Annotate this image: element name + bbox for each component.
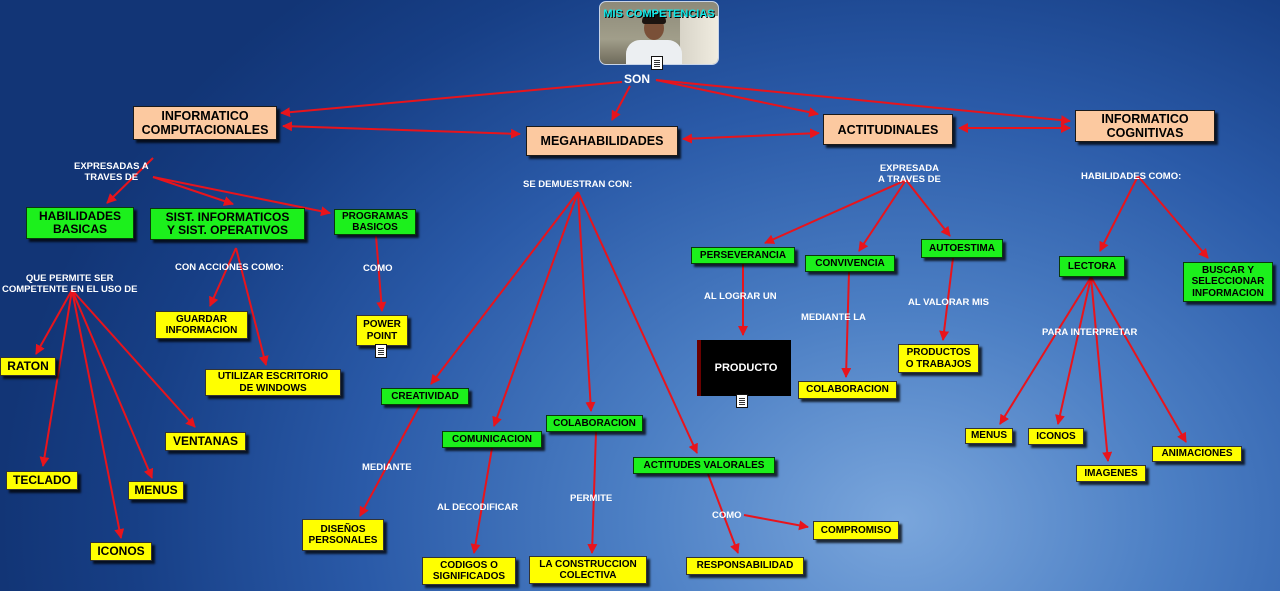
node-responsabilidad[interactable]: RESPONSABILIDAD [686, 557, 804, 575]
label-mediante-la: MEDIANTE LA [801, 312, 866, 323]
connector-arrow [106, 157, 154, 204]
label-al-valorar: AL VALORAR MIS [908, 297, 989, 308]
connector-arrow [1055, 276, 1092, 425]
photo-person-hair [642, 13, 666, 24]
node-imagenes[interactable]: IMAGENES [1076, 465, 1146, 482]
node-producto[interactable]: PRODUCTO [697, 340, 791, 396]
connector-arrow [999, 276, 1092, 425]
label-para-interpretar: PARA INTERPRETAR [1042, 327, 1138, 338]
node-informatico-cognitivas[interactable]: INFORMATICO COGNITIVAS [1075, 110, 1215, 142]
node-colaboracion-act[interactable]: COLABORACION [798, 381, 897, 399]
label-expresada-traves: EXPRESADA A TRAVES DE [878, 163, 941, 186]
connector-arrow [858, 179, 907, 252]
connector-arrow [235, 247, 269, 366]
label-con-acciones: CON ACCIONES COMO: [175, 262, 284, 273]
node-menus-cog[interactable]: MENUS [965, 428, 1013, 444]
node-lectora[interactable]: LECTORA [1059, 256, 1125, 277]
node-megahabilidades[interactable]: MEGAHABILIDADES [526, 126, 678, 156]
connector-arrow [280, 81, 623, 118]
node-disenos-personales[interactable]: DISEÑOS PERSONALES [302, 519, 384, 551]
node-iconos-basicas[interactable]: ICONOS [90, 542, 152, 561]
connector-arrow [430, 191, 579, 385]
connector-arrow [1137, 175, 1209, 259]
document-icon[interactable] [375, 344, 387, 358]
node-buscar-seleccionar[interactable]: BUSCAR Y SELECCIONAR INFORMACION [1183, 262, 1273, 302]
node-creatividad[interactable]: CREATIVIDAD [381, 388, 469, 405]
label-permite: PERMITE [570, 493, 613, 504]
node-habilidades-basicas[interactable]: HABILIDADES BASICAS [26, 207, 134, 239]
node-animaciones[interactable]: ANIMACIONES [1152, 446, 1242, 462]
label-expresadas-traves: EXPRESADAS A TRAVES DE [74, 161, 149, 184]
connector-arrow [577, 191, 698, 454]
node-compromiso[interactable]: COMPROMISO [813, 521, 899, 540]
connector-arrow [655, 79, 819, 118]
connector-arrow [39, 289, 73, 467]
connector-arrow [492, 191, 579, 427]
label-mediante: MEDIANTE [362, 462, 412, 473]
node-construccion-colectiva[interactable]: LA CONSTRUCCION COLECTIVA [529, 556, 647, 584]
node-convivencia[interactable]: CONVIVENCIA [805, 255, 895, 272]
node-teclado[interactable]: TECLADO [6, 471, 78, 490]
connector-arrow [359, 404, 421, 517]
label-habilidades-como: HABILIDADES COMO: [1081, 171, 1182, 182]
connector-arrow [71, 289, 125, 539]
connector-arrow [655, 79, 1071, 126]
connector-arrow [764, 179, 907, 244]
photo-title: MIS COMPETENCIAS [603, 8, 715, 20]
node-programas-basicos[interactable]: PROGRAMAS BASICOS [334, 209, 416, 235]
connector-arrow [282, 121, 521, 139]
connector-arrow [577, 191, 596, 412]
node-utilizar-escritorio[interactable]: UTILIZAR ESCRITORIO DE WINDOWS [205, 369, 341, 396]
node-comunicacion[interactable]: COMUNICACION [442, 431, 542, 448]
node-colaboracion-mega[interactable]: COLABORACION [546, 415, 643, 432]
connector-arrow [375, 235, 387, 312]
label-como-power-point: COMO [363, 263, 393, 274]
connector-arrow [587, 431, 598, 554]
connector-arrow [1090, 276, 1187, 443]
connector-arrow [71, 289, 196, 428]
label-como-valorales: COMO [712, 510, 742, 521]
node-iconos-cog[interactable]: ICONOS [1028, 428, 1084, 445]
label-se-demuestran: SE DEMUESTRAN CON: [523, 179, 633, 190]
photo-background-wall [680, 16, 718, 64]
node-perseverancia[interactable]: PERSEVERANCIA [691, 247, 795, 264]
connector-arrow [743, 514, 809, 531]
connector-arrow [1099, 175, 1139, 252]
node-actitudinales[interactable]: ACTITUDINALES [823, 114, 953, 145]
connector-arrow [152, 176, 331, 217]
document-icon[interactable] [651, 56, 663, 70]
node-productos-trabajos[interactable]: PRODUCTOS O TRABAJOS [898, 344, 979, 373]
connector-arrow [707, 473, 740, 554]
node-codigos-significados[interactable]: CODIGOS O SIGNIFICADOS [422, 557, 516, 585]
node-power-point[interactable]: POWER POINT [356, 315, 408, 346]
root-connector-son: SON [624, 72, 651, 86]
label-al-lograr: AL LOGRAR UN [704, 291, 777, 302]
node-sist-informaticos[interactable]: SIST. INFORMATICOS Y SIST. OPERATIVOS [150, 208, 305, 240]
node-guardar-informacion[interactable]: GUARDAR INFORMACION [155, 311, 248, 339]
connector-arrow [841, 271, 852, 378]
connector-arrow [905, 179, 951, 237]
connector-arrow [470, 447, 493, 554]
label-que-permite: QUE PERMITE SER COMPETENTE EN EL USO DE [2, 273, 138, 296]
document-icon[interactable] [736, 394, 748, 408]
connector-arrow [35, 289, 73, 355]
connector-arrow [611, 85, 631, 121]
node-informatico-computacionales[interactable]: INFORMATICO COMPUTACIONALES [133, 106, 277, 140]
node-menus-basicas[interactable]: MENUS [128, 481, 184, 500]
node-ventanas[interactable]: VENTANAS [165, 432, 246, 451]
connector-arrow [939, 257, 954, 341]
connector-arrow [682, 128, 820, 144]
node-actitudes-valorales[interactable]: ACTITUDES VALORALES [633, 457, 775, 474]
label-al-decodificar: AL DECODIFICAR [437, 502, 519, 513]
connector-arrow [1090, 276, 1113, 462]
connector-arrow [71, 289, 154, 479]
connector-arrow [209, 247, 237, 307]
node-raton[interactable]: RATON [0, 357, 56, 376]
connector-arrow [152, 176, 234, 206]
node-autoestima[interactable]: AUTOESTIMA [921, 239, 1003, 258]
